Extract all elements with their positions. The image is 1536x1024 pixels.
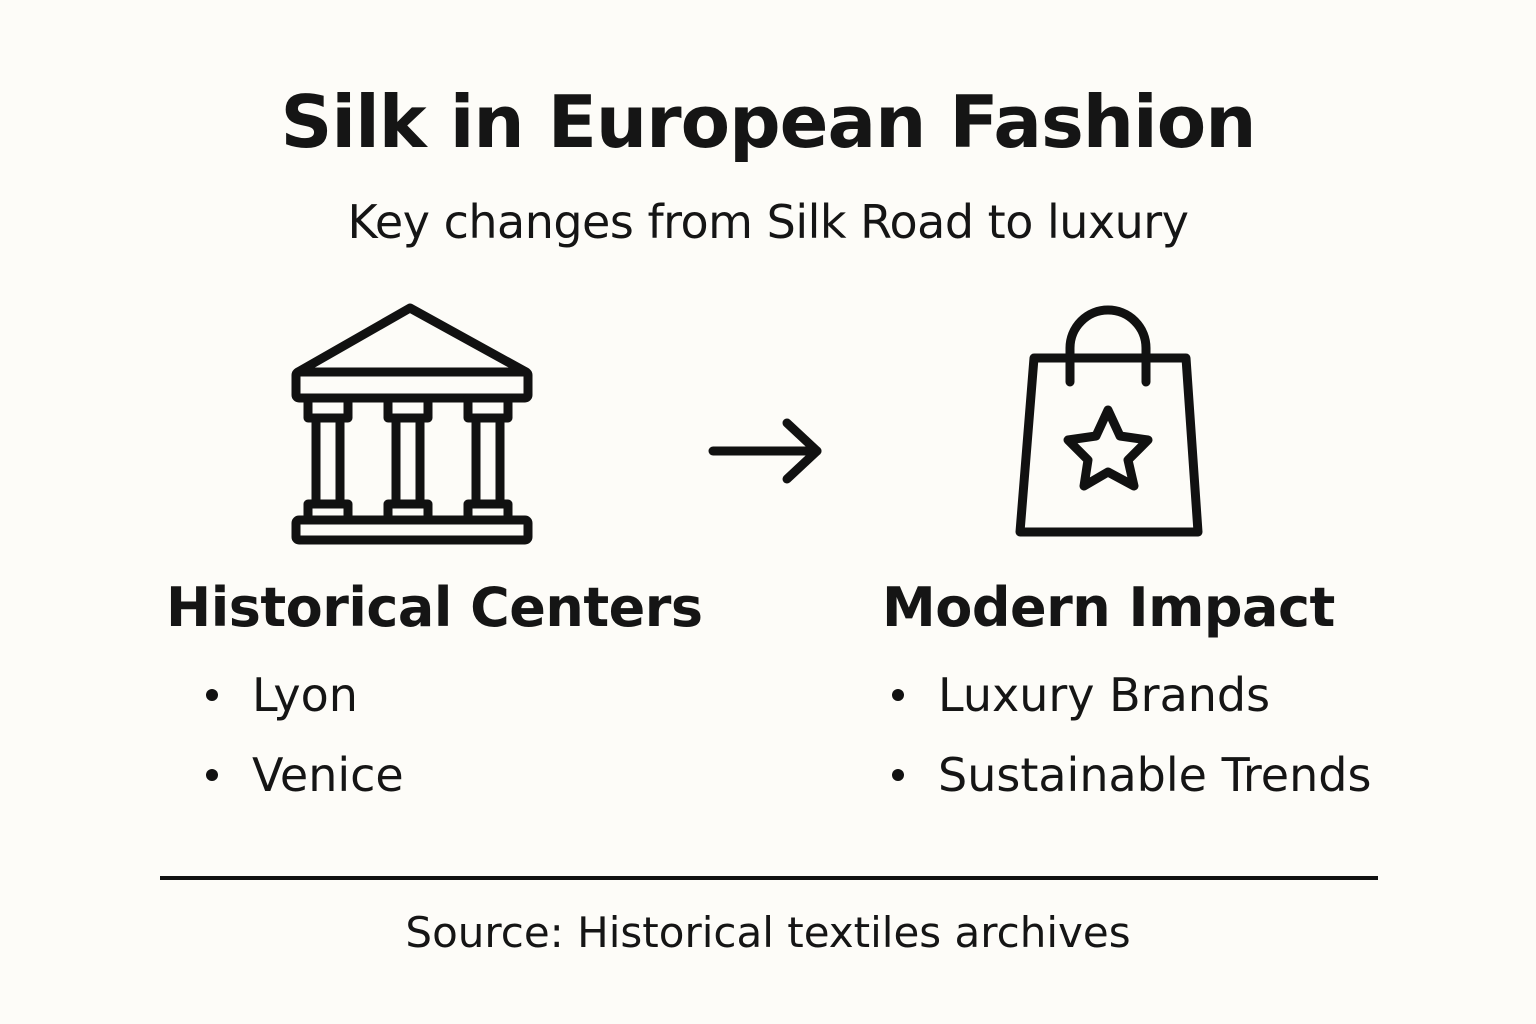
bullet-icon — [206, 689, 218, 701]
page-title: Silk in European Fashion — [280, 80, 1257, 164]
source-note: Source: Historical textiles archives — [405, 908, 1131, 957]
list-item: Sustainable Trends — [892, 748, 1371, 802]
list-item: Venice — [206, 748, 404, 802]
arrow-right-icon — [708, 418, 822, 484]
list-item: Luxury Brands — [892, 668, 1270, 722]
shopping-bag-star-icon — [1015, 305, 1203, 537]
bullet-icon — [206, 769, 218, 781]
classical-building-icon — [291, 303, 533, 545]
divider — [160, 876, 1378, 880]
historical-centers-heading: Historical Centers — [166, 576, 703, 639]
bullet-icon — [892, 689, 904, 701]
list-item: Lyon — [206, 668, 358, 722]
subtitle: Key changes from Silk Road to luxury — [347, 195, 1189, 249]
modern-impact-heading: Modern Impact — [882, 576, 1335, 639]
bullet-icon — [892, 769, 904, 781]
